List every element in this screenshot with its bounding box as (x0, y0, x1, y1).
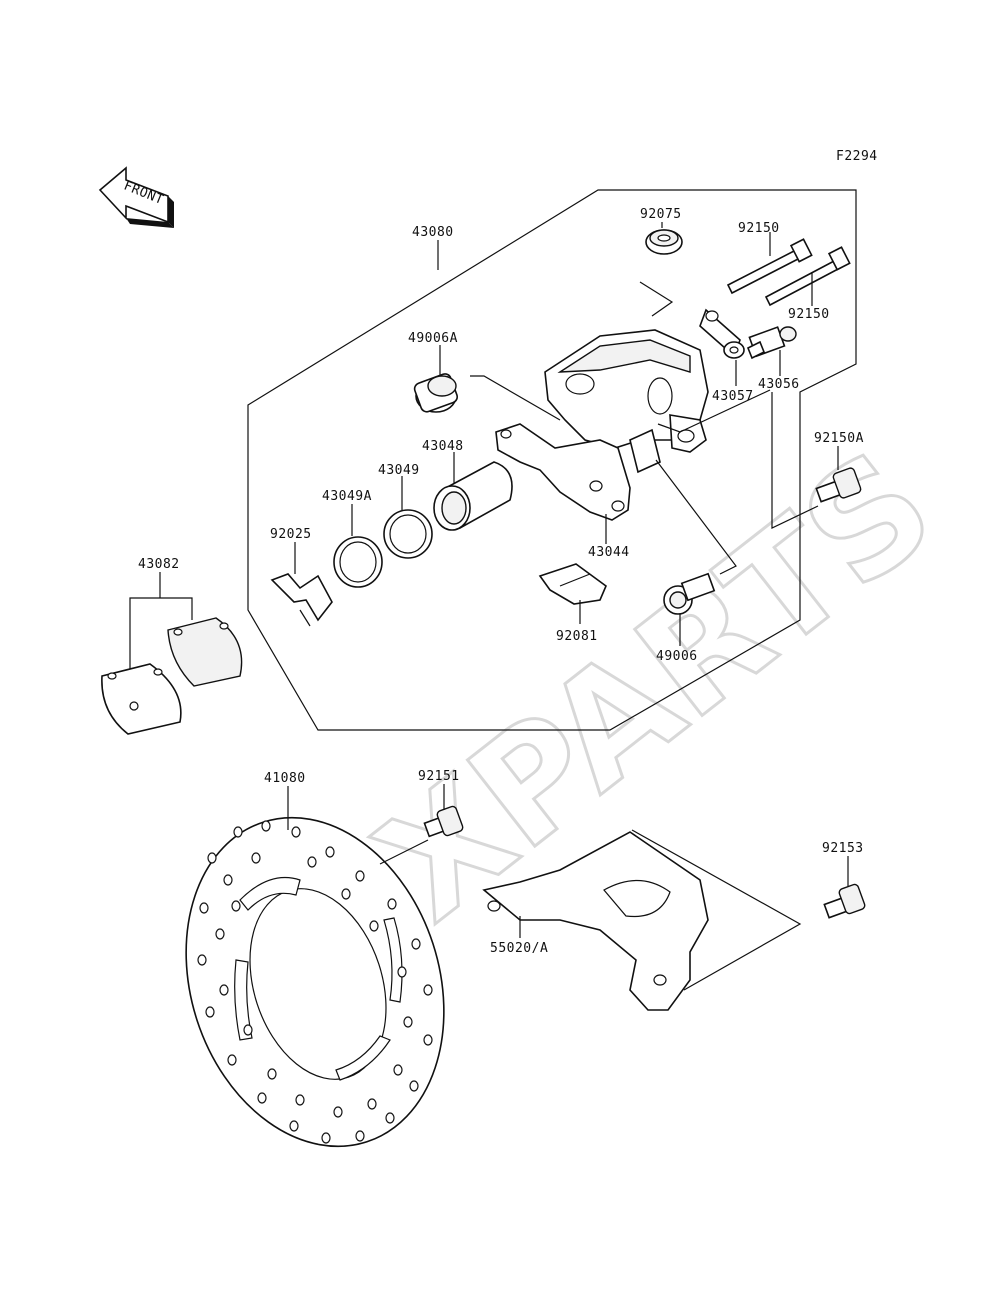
label-55020A: 55020/A (490, 941, 548, 956)
label-92150-upper: 92150 (738, 221, 780, 236)
pin-92150-upper (726, 238, 813, 295)
piston-seal-49006A (413, 373, 459, 413)
pads-bracket-line (129, 597, 193, 684)
pin-92150-lower (764, 246, 851, 307)
label-92081: 92081 (556, 629, 598, 644)
label-49006: 49006 (656, 649, 698, 664)
pad-spring-92081 (538, 563, 607, 605)
seal-ring-43049A (333, 536, 383, 588)
label-49006A: 49006A (408, 331, 458, 346)
figure-code: F2294 (836, 149, 878, 164)
label-43049A: 43049A (322, 489, 372, 504)
caliper-body (544, 329, 709, 453)
label-43057: 43057 (712, 389, 754, 404)
caliper-bracket-43044 (495, 423, 661, 521)
piston-43048 (433, 461, 513, 531)
label-92075: 92075 (640, 207, 682, 222)
label-43082: 43082 (138, 557, 180, 572)
label-92025: 92025 (270, 527, 312, 542)
brake-disc-41080 (185, 816, 445, 1148)
torque-bracket-55020A (482, 831, 709, 1011)
bolt-92150A (815, 467, 862, 503)
disc-bolt-92151 (423, 805, 464, 838)
bracket-bolt-92153 (823, 883, 866, 919)
label-92150-lower: 92150 (788, 307, 830, 322)
boot-92075 (645, 229, 683, 255)
label-43049: 43049 (378, 463, 420, 478)
boot-49006 (663, 572, 716, 615)
label-92153: 92153 (822, 841, 864, 856)
label-92151: 92151 (418, 769, 460, 784)
label-43056: 43056 (758, 377, 800, 392)
brake-pad-front (101, 663, 182, 735)
seal-ring-43049 (383, 509, 433, 559)
bleeder-valve-43056 (746, 326, 797, 360)
spring-92025 (270, 573, 333, 627)
caliper-assembly-outline (247, 189, 857, 731)
brake-pad-rear (167, 617, 243, 687)
label-41080: 41080 (264, 771, 306, 786)
label-43048: 43048 (422, 439, 464, 454)
label-92150A: 92150A (814, 431, 864, 446)
bleeder-link-43057 (699, 308, 745, 359)
front-arrow-icon: FRONT (98, 166, 174, 228)
label-43044: 43044 (588, 545, 630, 560)
label-43080: 43080 (412, 225, 454, 240)
